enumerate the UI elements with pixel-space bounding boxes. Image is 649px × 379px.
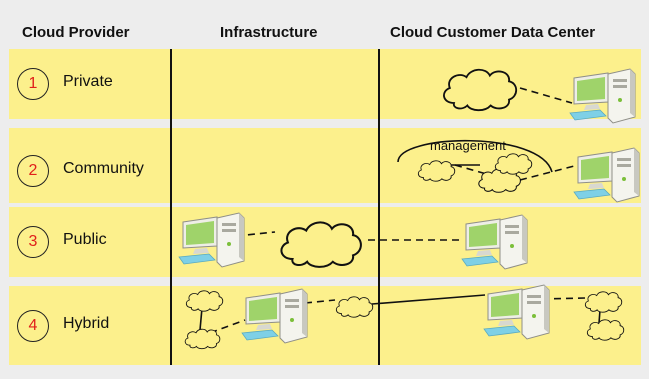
divider-infrastructure-datacenter: [378, 49, 380, 365]
cloud-icon: [185, 290, 224, 312]
cloud-icon: [184, 328, 221, 350]
cloud-icon: [280, 221, 363, 269]
connector-hybrid-computer-cloud: [304, 299, 336, 304]
management-label: management: [430, 138, 506, 153]
row-number-4: 4: [17, 310, 49, 342]
connector-private-cloud-computer: [519, 87, 573, 104]
management-arc: [397, 139, 553, 173]
computer-icon: [461, 214, 528, 270]
cloud-icon: [586, 319, 625, 341]
header-cloud-provider: Cloud Provider: [22, 24, 130, 41]
computer-icon: [573, 147, 640, 203]
row-band-private: [9, 49, 641, 119]
header-customer-data-center: Cloud Customer Data Center: [390, 24, 596, 41]
computer-icon: [569, 68, 636, 124]
header-infrastructure: Infrastructure: [220, 24, 318, 41]
row-number-3: 3: [17, 226, 49, 258]
row-label-private: Private: [63, 73, 113, 90]
row-label-public: Public: [63, 231, 107, 248]
row-number-1: 1: [17, 68, 49, 100]
cloud-icon: [442, 68, 518, 112]
row-label-community: Community: [63, 160, 144, 177]
cloud-icon: [335, 296, 374, 318]
cloud-icon: [584, 291, 623, 313]
row-label-hybrid: Hybrid: [63, 315, 110, 332]
computer-icon: [483, 284, 550, 340]
computer-icon: [178, 212, 245, 268]
connector-community-computer: [519, 164, 579, 181]
connector-hybrid-center: [371, 294, 486, 305]
divider-provider-infrastructure: [170, 49, 172, 365]
computer-icon: [241, 288, 308, 344]
connector-hybrid-left-clouds: [199, 307, 203, 331]
row-number-2: 2: [17, 155, 49, 187]
cloud-icon: [417, 160, 456, 182]
connector-hybrid-cloud-left: [198, 319, 246, 338]
row-band-community: [9, 128, 641, 203]
cloud-icon: [494, 153, 533, 175]
